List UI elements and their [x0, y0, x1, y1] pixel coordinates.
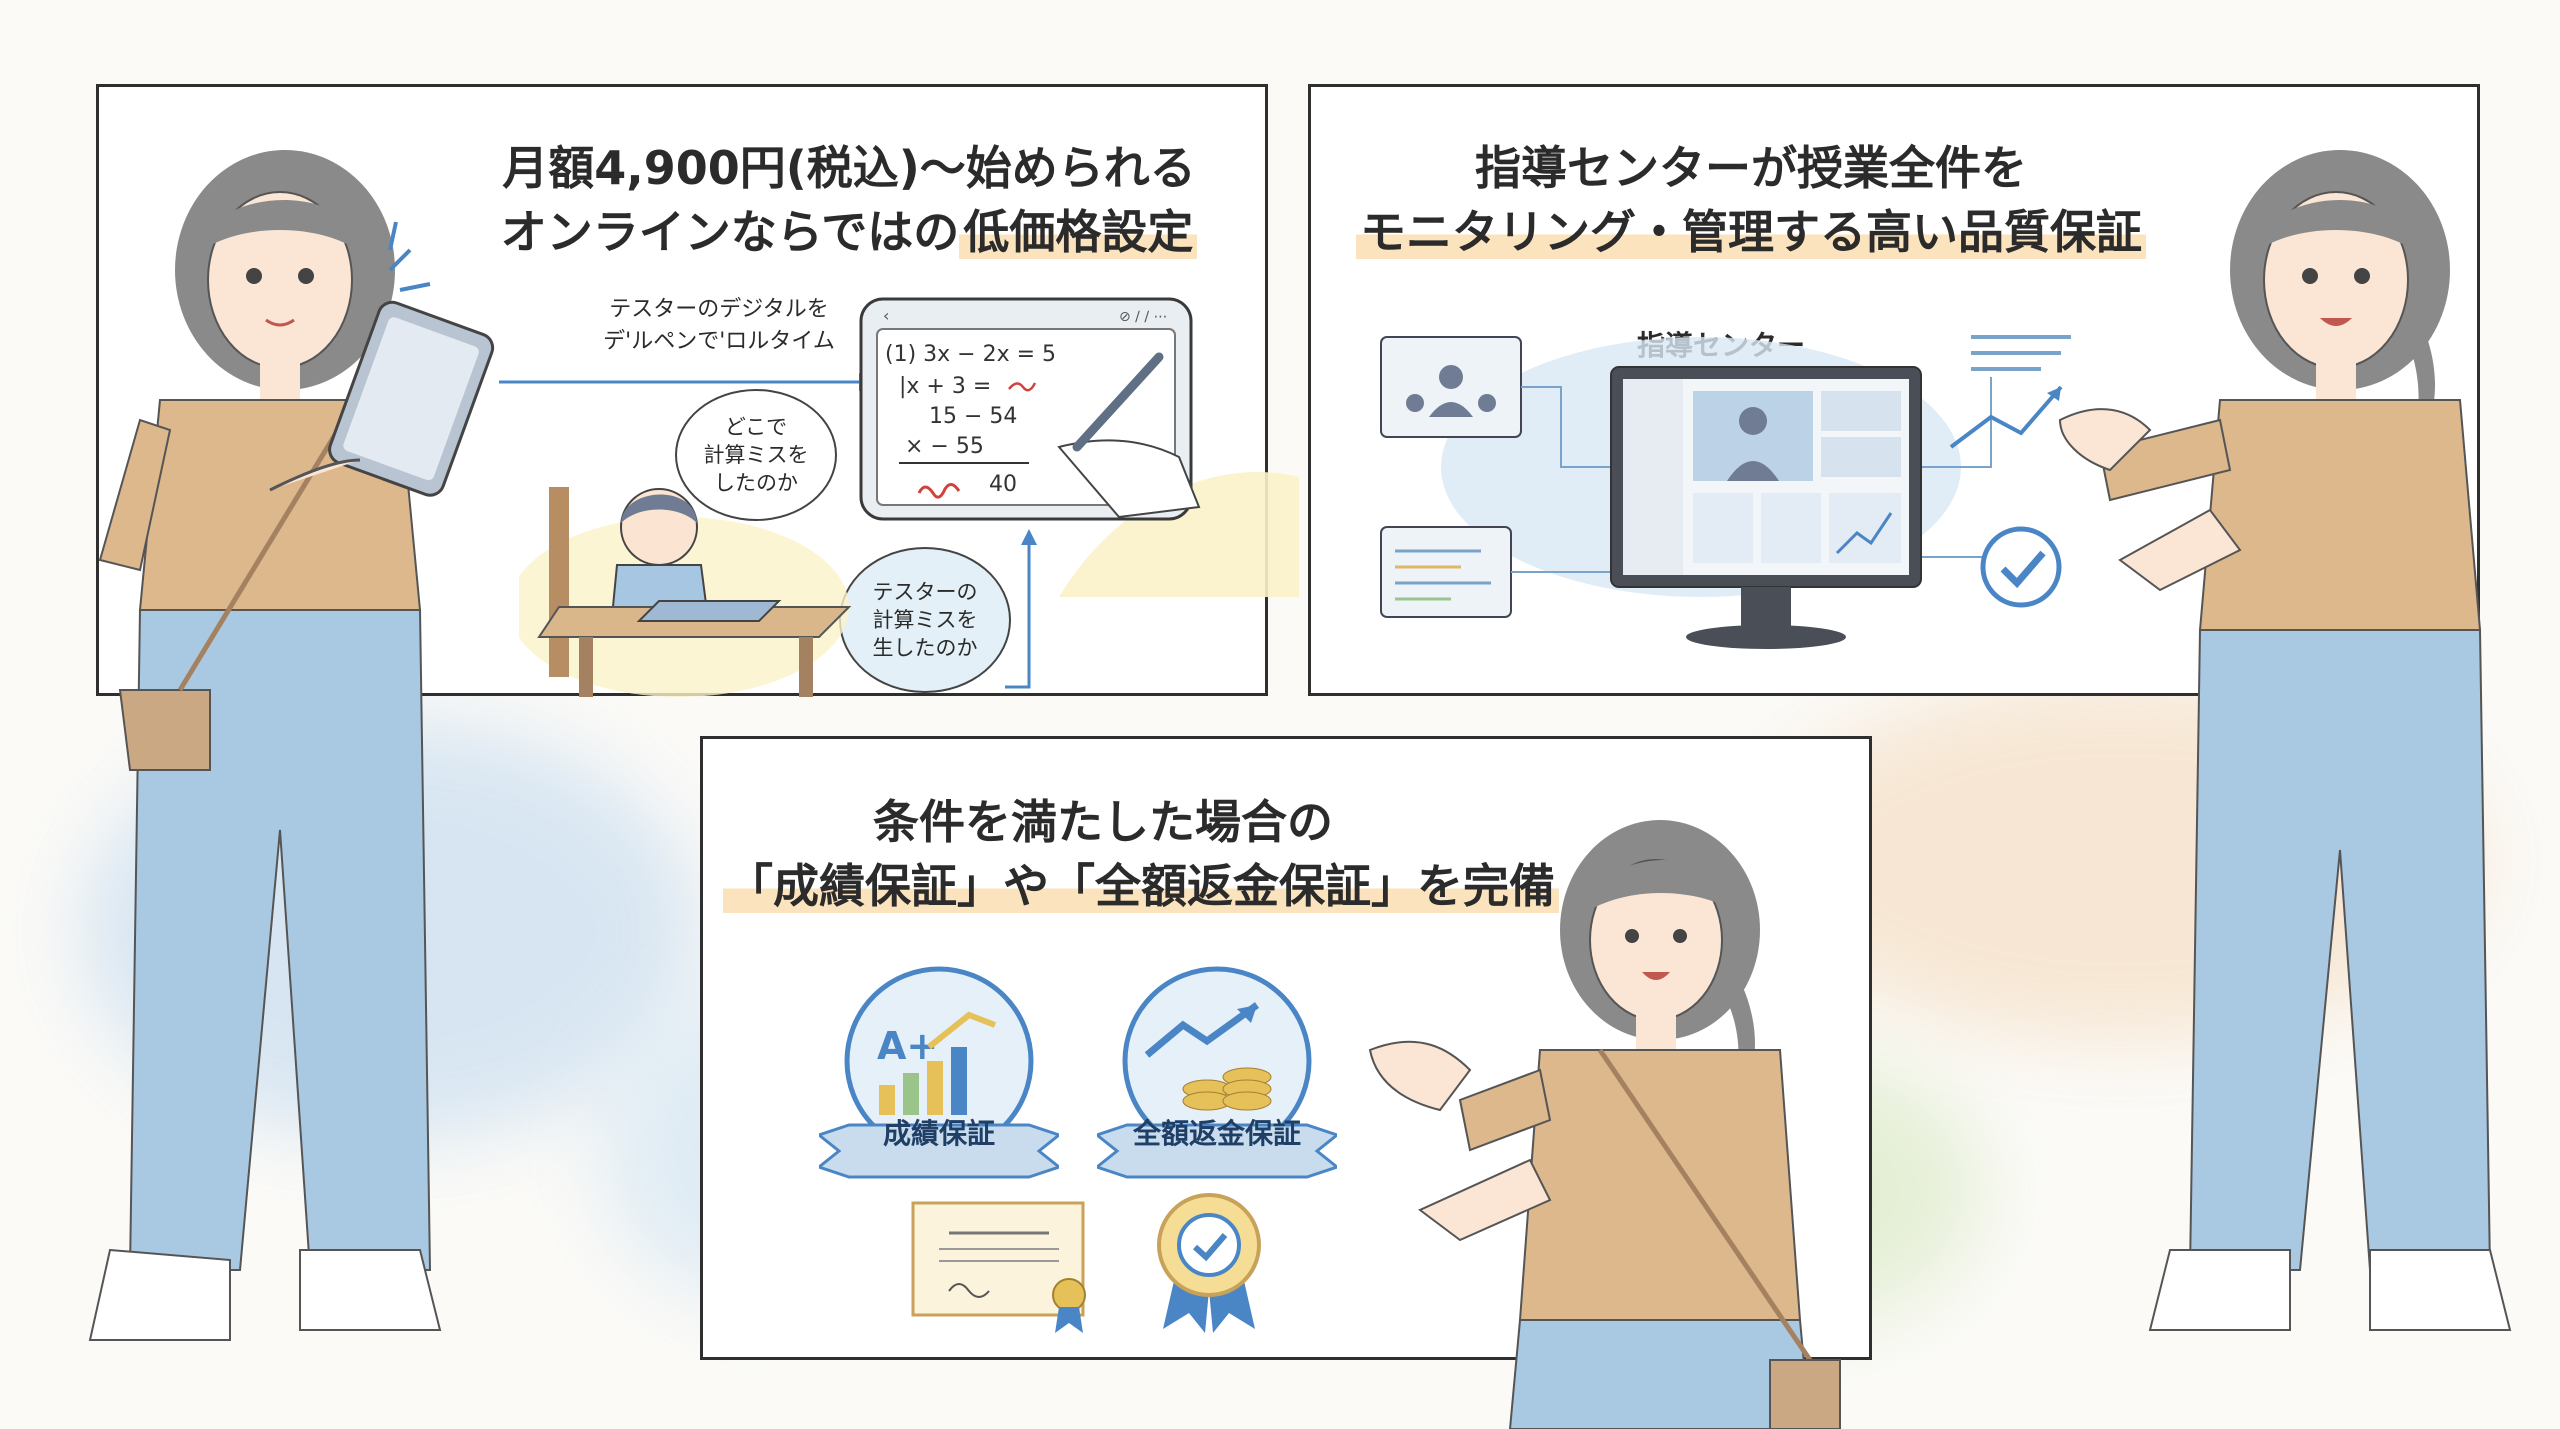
- arrow-tester-icon: [1005, 529, 1037, 689]
- woman-bottom-presenting: [1368, 820, 1841, 1429]
- tablet-caption-line1: テスターのデジタルを: [609, 297, 829, 322]
- refund-guarantee-label: 全額返金保証: [1132, 1117, 1301, 1150]
- price-title-line1: 月額4,900円(税込)～始められる: [502, 141, 1196, 195]
- refund-guarantee-badge-icon: [1097, 966, 1337, 1179]
- center-title-line2-text: モニタリング・管理する高い品質保証: [1356, 205, 2146, 259]
- grade-mark: A+: [877, 1024, 938, 1068]
- child-at-desk-icon: [519, 487, 852, 697]
- bubble-tester-mistake: テスターの 計算ミスを 生したのか: [839, 547, 1011, 693]
- math-line-5: 40: [989, 472, 1017, 497]
- monitoring-illustration-icon: [1380, 335, 2071, 649]
- grade-guarantee-label: 成績保証: [882, 1117, 995, 1150]
- center-title-line2: モニタリング・管理する高い品質保証: [1351, 201, 2151, 263]
- math-line-2: |x + 3 =: [899, 374, 991, 399]
- woman-left-with-tablet: [88, 150, 495, 1341]
- arrow-to-tablet-icon: [499, 373, 877, 391]
- price-title-plain: オンラインならではの: [500, 205, 960, 259]
- math-line-3: 15 − 54: [929, 404, 1017, 429]
- bubble-where-mistake: どこで 計算ミスを したのか: [675, 389, 837, 521]
- math-tablet-icon: ‹ ⊘ ∕ ∕ ⋯ (1) 3x − 2x = 5 |x + 3 = 15 − …: [859, 297, 1299, 597]
- guarantee-title-line1: 条件を満たした場合の: [873, 795, 1333, 849]
- price-title-highlight: 低価格設定: [959, 205, 1198, 259]
- tablet-caption-line2: デ'ルペンで'ロルタイム: [603, 329, 835, 354]
- guarantee-title-line2: 「成績保証」や「全額返金保証」を完備: [723, 855, 1559, 917]
- certificate-icon: [911, 1201, 1086, 1333]
- svg-text:‹: ‹: [883, 306, 889, 325]
- svg-text:⊘ ∕ ∕ ⋯: ⊘ ∕ ∕ ⋯: [1119, 309, 1168, 325]
- guarantee-panel: 条件を満たした場合の 「成績保証」や「全額返金保証」を完備 A+ 成績保証 全額…: [700, 736, 1872, 1360]
- grade-guarantee-badge-icon: A+: [819, 966, 1059, 1179]
- math-line-1: (1) 3x − 2x = 5: [885, 342, 1056, 367]
- ribbon-medal-icon: [1157, 1193, 1261, 1333]
- guarantee-title-line2-text: 「成績保証」や「全額返金保証」を完備: [723, 859, 1559, 913]
- price-title-line2: オンラインならではの低価格設定: [469, 201, 1229, 263]
- center-title-line1: 指導センターが授業全件を: [1475, 141, 2027, 195]
- math-line-4: × − 55: [905, 434, 984, 459]
- woman-right-presenting: [2058, 150, 2512, 1331]
